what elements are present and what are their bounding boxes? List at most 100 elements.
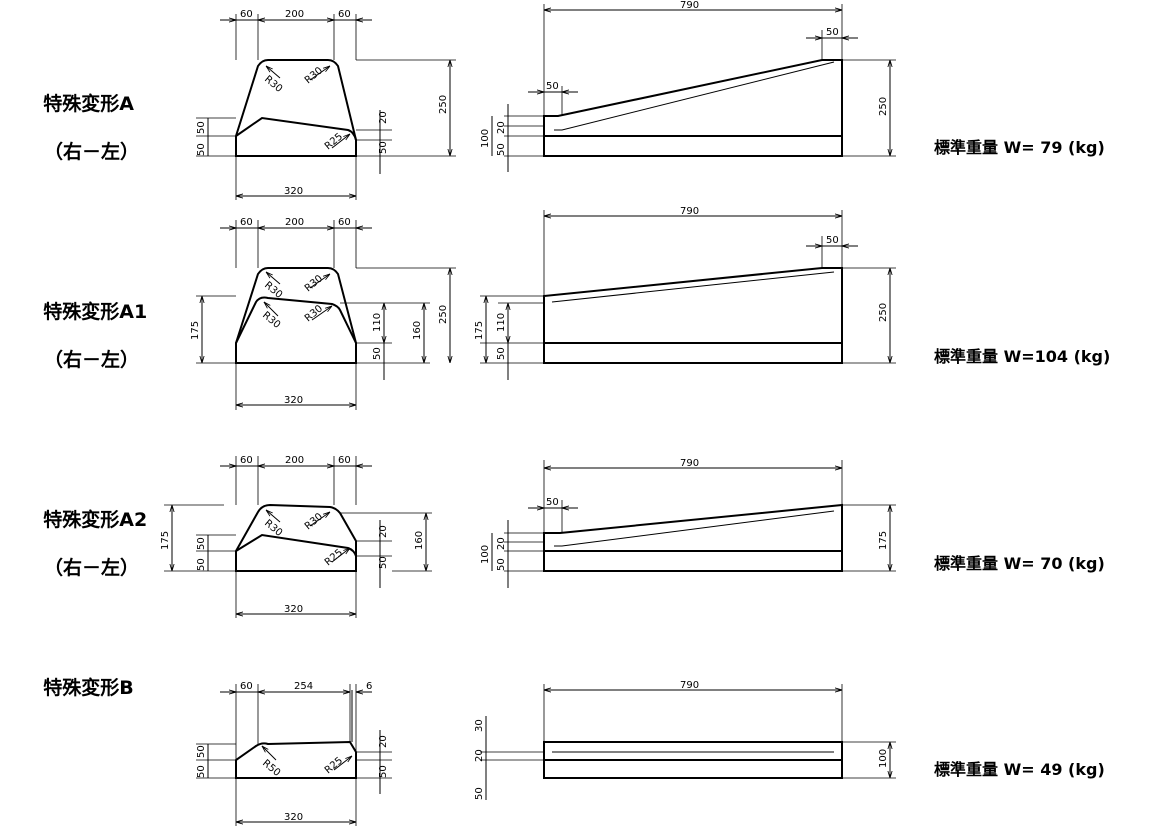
dim-height: 160 <box>414 531 425 550</box>
radius-3: R25 <box>323 131 345 152</box>
elevation-a2-outline <box>543 503 843 572</box>
dim-left-a: 100 <box>480 129 491 148</box>
title-special-a2: 特殊変形A2 （右－左） <box>30 484 147 604</box>
dim-height: 100 <box>878 749 889 768</box>
dim-right-a: 110 <box>372 313 383 332</box>
dim-left-a: 50 <box>196 765 207 778</box>
dim-start: 50 <box>546 497 559 508</box>
radius-3: R25 <box>323 547 345 568</box>
subtitle-text: （右－左） <box>44 141 140 163</box>
radius-2: R25 <box>323 755 345 776</box>
dim-right-b: 50 <box>378 141 389 154</box>
dim-height: 250 <box>878 303 889 322</box>
dim-start: 50 <box>546 81 559 92</box>
dim-left-c: 50 <box>496 143 507 156</box>
section-a1-outline <box>235 267 357 364</box>
dim-top-mid: 254 <box>294 681 313 692</box>
section-a-outline <box>235 59 357 157</box>
radius-2: R30 <box>303 273 325 294</box>
dim-height: 250 <box>438 305 449 324</box>
section-a: 60 200 60 320 50 50 20 50 250 R30 R30 R2… <box>196 9 456 200</box>
dim-right-b: 50 <box>372 347 383 360</box>
elevation-a2: 790 50 100 20 50 175 <box>480 458 896 588</box>
dim-top-left: 60 <box>240 9 253 20</box>
dim-top-right: 60 <box>338 9 351 20</box>
dim-end: 50 <box>826 27 839 38</box>
dim-top-left: 60 <box>240 455 253 466</box>
weight-label-a2: 標準重量 W= 70 (kg) <box>934 554 1105 573</box>
dim-length: 790 <box>680 206 699 217</box>
radius-2: R30 <box>303 65 325 86</box>
weight-label-a1: 標準重量 W=104 (kg) <box>934 347 1111 366</box>
dim-bottom: 320 <box>284 604 303 615</box>
dim-top-left: 60 <box>240 217 253 228</box>
dim-left-a: 50 <box>196 558 207 571</box>
elevation-b: 790 30 20 50 100 <box>474 680 896 800</box>
elevation-a-outline <box>543 59 843 157</box>
title-text: 特殊変形A1 <box>43 301 148 323</box>
radius-4: R30 <box>303 303 325 324</box>
weight-label-a: 標準重量 W= 79 (kg) <box>934 138 1105 157</box>
radius-1: R50 <box>260 758 282 779</box>
title-text: 特殊変形B <box>43 677 134 699</box>
dim-height: 250 <box>438 95 449 114</box>
dim-left-b: 20 <box>496 121 507 134</box>
dim-left-a: 30 <box>474 719 485 732</box>
dim-top-right: 6 <box>366 681 372 692</box>
dim-right-b: 50 <box>378 765 389 778</box>
dim-left-a: 100 <box>480 545 491 564</box>
radius-3: R30 <box>260 310 282 331</box>
subtitle-text: （右－左） <box>44 349 140 371</box>
dim-left-c: 50 <box>496 347 507 360</box>
dim-left-c: 50 <box>496 558 507 571</box>
dim-bottom: 320 <box>284 812 303 823</box>
dim-right-a: 20 <box>378 735 389 748</box>
dim-bottom: 320 <box>284 395 303 406</box>
dim-left-b: 50 <box>196 745 207 758</box>
dim-top-right: 60 <box>338 455 351 466</box>
dim-left-b: 20 <box>496 537 507 550</box>
section-a2: 60 200 60 320 175 50 50 20 50 160 R30 R3… <box>160 455 432 618</box>
dim-left-a: 175 <box>474 321 485 340</box>
dim-left-c: 50 <box>474 787 485 800</box>
weight-label-b: 標準重量 W= 49 (kg) <box>934 760 1105 779</box>
dim-length: 790 <box>680 458 699 469</box>
dim-top-mid: 200 <box>285 455 304 466</box>
dim-left-b: 50 <box>196 121 207 134</box>
dim-right-b: 50 <box>378 556 389 569</box>
title-special-a1: 特殊変形A1 （右－左） <box>30 276 147 396</box>
title-text: 特殊変形A <box>43 93 134 115</box>
dim-left-b: 110 <box>496 313 507 332</box>
radius-1: R30 <box>262 74 284 95</box>
title-special-b: 特殊変形B <box>30 652 134 700</box>
section-b: 60 254 6 320 50 50 20 50 R50 R25 <box>196 681 392 826</box>
section-b-outline <box>235 740 357 779</box>
dim-top-mid: 200 <box>285 9 304 20</box>
dim-top-mid: 200 <box>285 217 304 228</box>
dim-height: 175 <box>878 531 889 550</box>
dim-right-a: 20 <box>378 111 389 124</box>
dim-left-a: 50 <box>196 143 207 156</box>
dim-top-right: 60 <box>338 217 351 228</box>
section-a1: 60 200 60 320 175 110 50 160 250 R30 R30… <box>190 217 456 410</box>
dim-bottom: 320 <box>284 186 303 197</box>
dim-top-left: 60 <box>240 681 253 692</box>
subtitle-text: （右－左） <box>44 557 140 579</box>
dim-height: 250 <box>878 97 889 116</box>
dim-length: 790 <box>680 0 699 11</box>
dim-left: 175 <box>190 321 201 340</box>
dim-left-b: 50 <box>196 537 207 550</box>
radius-2: R30 <box>303 511 325 532</box>
elevation-a1-outline <box>543 267 843 364</box>
elevation-a1: 790 50 175 110 50 250 <box>474 206 896 380</box>
section-a-inner-line <box>235 116 357 141</box>
dim-right-c: 160 <box>412 321 423 340</box>
elevation-a: 790 50 50 100 20 50 250 <box>480 0 896 172</box>
dim-left-b: 20 <box>474 749 485 762</box>
dim-left: 175 <box>160 531 171 550</box>
dim-right-a: 20 <box>378 525 389 538</box>
title-text: 特殊変形A2 <box>43 509 148 531</box>
dim-end: 50 <box>826 235 839 246</box>
section-a2-outline <box>235 503 357 572</box>
